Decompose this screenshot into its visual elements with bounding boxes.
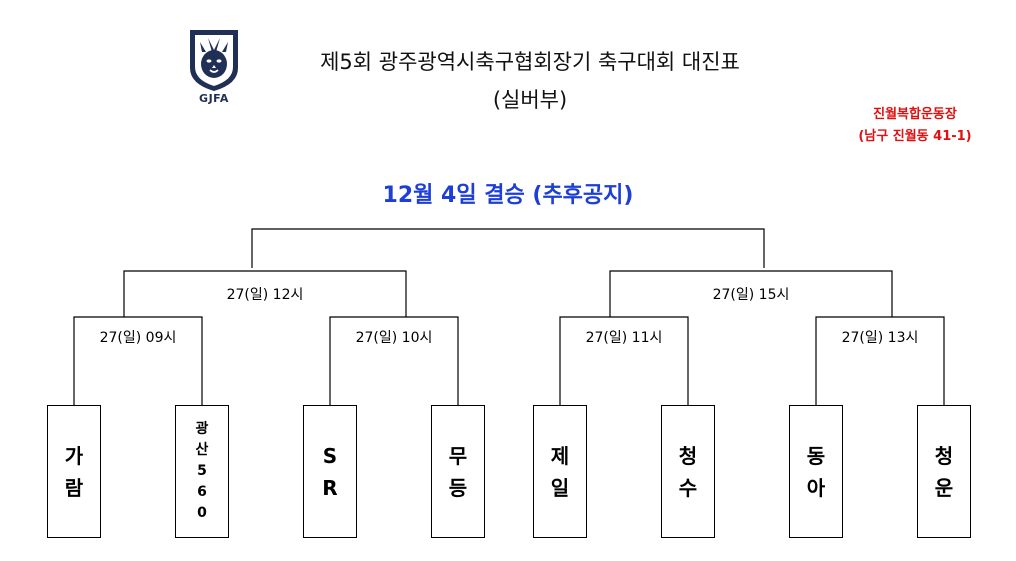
team-char: R [322, 475, 338, 500]
team-box-2: 광 산 5 6 0 [175, 405, 229, 538]
team-box-8: 청 운 [917, 405, 971, 538]
page-subtitle: (실버부) [492, 88, 568, 112]
team-char: 무 [448, 443, 468, 468]
page-title: 제5회 광주광역시축구협회장기 축구대회 대진표 [320, 50, 740, 74]
quarterfinal-label-4: 27(일) 13시 [841, 330, 919, 346]
gjfa-logo: GJFA [186, 28, 242, 108]
team-box-7: 동 아 [789, 405, 843, 538]
team-char: 청 [934, 443, 954, 468]
team-char: S [322, 443, 338, 468]
team-char: 5 [197, 463, 207, 479]
team-char: 산 [195, 442, 209, 458]
quarterfinal-connector-4 [815, 316, 945, 405]
team-char: 0 [197, 505, 207, 521]
team-char: 광 [195, 421, 209, 437]
team-char: 운 [934, 475, 954, 500]
team-box-6: 청 수 [661, 405, 715, 538]
team-char: 수 [678, 475, 698, 500]
semifinal-label-right: 27(일) 15시 [712, 287, 790, 303]
team-char: 아 [806, 475, 826, 500]
team-char: 등 [448, 475, 468, 500]
quarterfinal-label-1: 27(일) 09시 [99, 330, 177, 346]
team-box-1: 가 람 [47, 405, 101, 538]
team-char: 람 [64, 475, 84, 500]
team-char: 청 [678, 443, 698, 468]
quarterfinal-label-2: 27(일) 10시 [355, 330, 433, 346]
final-label: 12월 4일 결승 (추후공지) [382, 183, 634, 208]
team-char: 일 [550, 475, 570, 500]
team-char: 가 [64, 443, 84, 468]
semifinal-connector-left [123, 270, 407, 317]
team-box-5: 제 일 [533, 405, 587, 538]
venue-info: 진월복합운동장 (남구 진월동 41-1) [830, 104, 1000, 148]
final-connector [251, 228, 765, 268]
quarterfinal-connector-3 [559, 316, 689, 405]
team-box-3: S R [303, 405, 357, 538]
venue-name: 진월복합운동장 [873, 107, 957, 122]
team-box-4: 무 등 [431, 405, 485, 538]
team-char: 6 [197, 484, 207, 500]
logo-text: GJFA [199, 92, 229, 105]
venue-address: (남구 진월동 41-1) [858, 129, 972, 144]
semifinal-label-left: 27(일) 12시 [226, 287, 304, 303]
quarterfinal-label-3: 27(일) 11시 [585, 330, 663, 346]
quarterfinal-connector-1 [73, 316, 203, 405]
semifinal-connector-right [609, 270, 893, 317]
team-char: 동 [806, 443, 826, 468]
quarterfinal-connector-2 [329, 316, 459, 405]
team-char: 제 [550, 443, 570, 468]
lion-crest-icon [190, 30, 238, 91]
